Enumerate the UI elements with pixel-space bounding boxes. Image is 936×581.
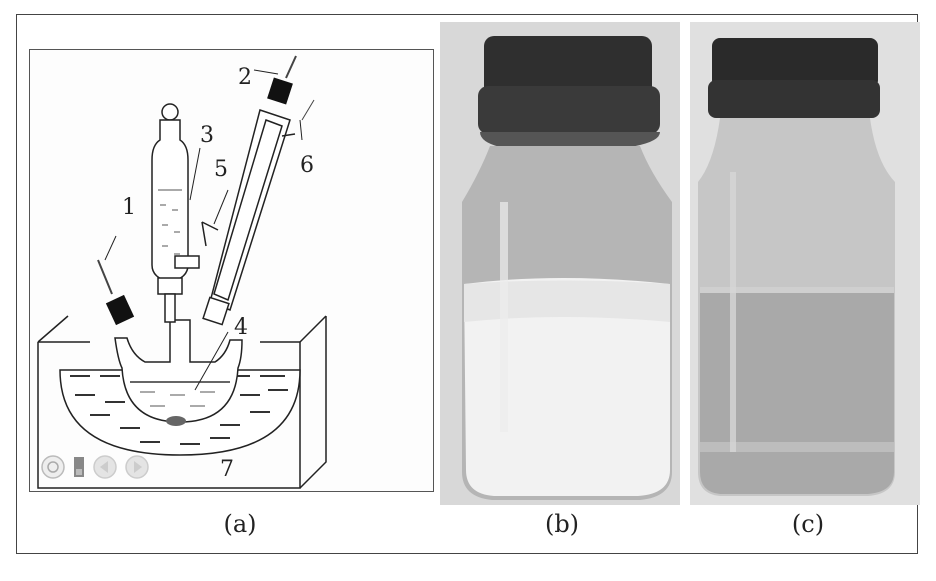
flask-contents: [140, 391, 215, 407]
label-7: 7: [220, 457, 234, 482]
reflux-condenser: [201, 109, 296, 326]
next-icon[interactable]: [124, 454, 150, 480]
player-controls: [40, 454, 150, 480]
dropping-funnel: [151, 103, 200, 323]
top-stopper: [267, 77, 293, 105]
funnel-liquid: [158, 189, 182, 255]
label-4: 4: [234, 315, 248, 340]
stop-icon[interactable]: [72, 454, 86, 480]
previous-icon[interactable]: [92, 454, 118, 480]
caption-a: (a): [223, 510, 257, 538]
bath-liquid: [70, 375, 288, 445]
label-2: 2: [238, 65, 252, 90]
caption-c: (c): [791, 510, 825, 538]
apparatus-diagram: 1 2 3 4 5 6 7: [37, 55, 327, 489]
water-bath: [37, 315, 327, 489]
label-1: 1: [122, 195, 136, 220]
caption-b: (b): [544, 510, 580, 538]
label-6: 6: [300, 153, 314, 178]
apparatus-diagram-panel: 1 2 3 4 5 6 7: [29, 49, 434, 492]
photo-bottle-c: [690, 22, 920, 505]
label-3: 3: [200, 123, 214, 148]
stir-bar: [166, 416, 186, 426]
photo-bottle-b: [440, 22, 680, 505]
left-stopper: [105, 294, 135, 326]
leader-lines: [189, 69, 303, 391]
label-5: 5: [214, 157, 228, 182]
replay-icon[interactable]: [40, 454, 66, 480]
round-bottom-flask: [114, 319, 243, 423]
